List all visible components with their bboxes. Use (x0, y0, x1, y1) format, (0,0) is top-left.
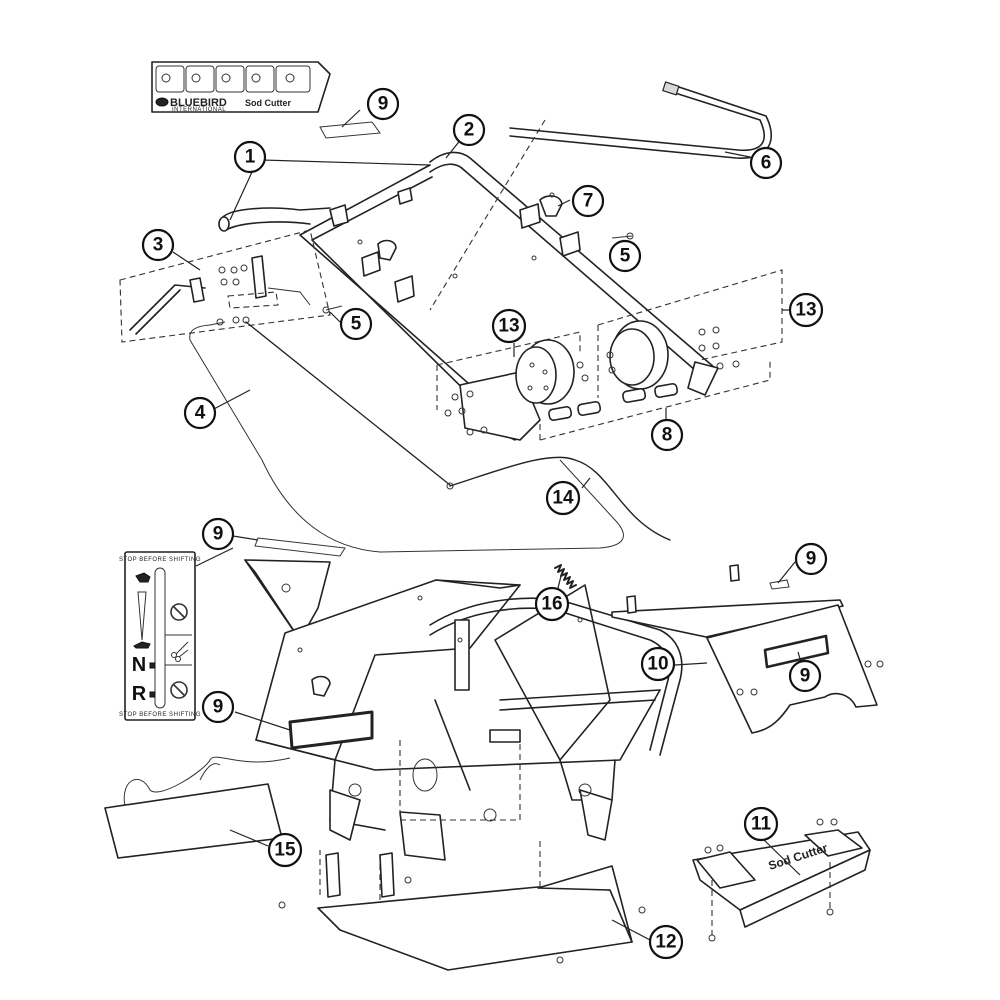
side-plate (104, 756, 291, 859)
svg-text:12: 12 (655, 932, 676, 953)
svg-text:9: 9 (806, 549, 817, 570)
callout-16: 16 (534, 586, 570, 622)
callout-8: 8 (650, 418, 684, 452)
rabbit-fast-icon (135, 572, 151, 583)
decal-brand: BLUEBIRD (170, 97, 227, 109)
svg-text:16: 16 (541, 594, 562, 615)
main-frame (244, 559, 683, 861)
callout-9-cover: 9 (788, 659, 822, 693)
svg-text:1: 1 (245, 147, 256, 168)
speed-wedge-icon (137, 591, 147, 641)
svg-text:14: 14 (552, 488, 574, 509)
handle-assembly (218, 81, 773, 441)
turtle-slow-icon (133, 641, 151, 649)
callout-15: 15 (267, 832, 303, 868)
roller-assembly-left (436, 331, 602, 441)
callout-2: 2 (452, 113, 486, 147)
no-cut-icon (170, 603, 188, 621)
svg-text:8: 8 (662, 425, 673, 446)
callout-9-decal-plate: 9 (201, 517, 235, 551)
svg-text:5: 5 (351, 314, 362, 335)
no-cut-icon-2 (170, 681, 188, 699)
cable-assembly (189, 316, 671, 553)
svg-text:15: 15 (274, 840, 296, 861)
callout-3: 3 (141, 228, 175, 262)
svg-text:10: 10 (647, 654, 668, 675)
svg-text:4: 4 (195, 403, 206, 424)
gear-r-label: R (132, 683, 147, 705)
decal-plate-mid (254, 537, 346, 557)
svg-text:11: 11 (751, 814, 772, 835)
callout-1: 1 (233, 140, 267, 174)
svg-text:7: 7 (583, 191, 594, 212)
svg-text:13: 13 (498, 316, 519, 337)
gear-n-label: N (132, 654, 146, 676)
decal-icon-panels (155, 65, 311, 93)
callout-10: 10 (640, 646, 676, 682)
svg-text:5: 5 (620, 246, 631, 267)
svg-text:2: 2 (464, 120, 475, 141)
callout-9-side: 9 (201, 690, 235, 724)
decal-product: Sod Cutter (245, 98, 291, 108)
svg-text:9: 9 (800, 666, 811, 687)
svg-text:9: 9 (213, 697, 224, 718)
front-bumper: Sod Cutter (692, 818, 871, 942)
callout-7: 7 (571, 184, 605, 218)
callout-4: 4 (183, 396, 217, 430)
callout-5-left: 5 (339, 307, 373, 341)
control-decal-footer: STOP BEFORE SHIFTING (119, 712, 201, 718)
svg-text:9: 9 (378, 94, 389, 115)
svg-text:13: 13 (795, 300, 816, 321)
svg-text:3: 3 (153, 235, 164, 256)
callout-9-top-plate: 9 (794, 542, 828, 576)
callout-14: 14 (545, 480, 581, 516)
scissors-icon (171, 641, 189, 662)
callouts: 1 2 3 4 5 5 6 7 8 9 9 9 9 9 10 11 12 13 … (141, 87, 828, 960)
control-decal-header: STOP BEFORE SHIFTING (119, 557, 201, 563)
callout-13-left: 13 (491, 308, 527, 344)
decal-brand-sub: INTERNATIONAL (172, 107, 226, 113)
callout-6: 6 (749, 146, 783, 180)
svg-text:6: 6 (761, 153, 772, 174)
roller-assembly-right (539, 269, 783, 441)
spring (554, 564, 577, 589)
callout-12: 12 (648, 924, 684, 960)
bluebird-logo-icon (155, 97, 169, 107)
decal-plate-top (319, 121, 381, 139)
lever-group (119, 229, 331, 343)
callout-9-top: 9 (366, 87, 400, 121)
callout-13-right: 13 (788, 292, 824, 328)
callout-11: 11 (743, 806, 779, 842)
skid-pan (278, 840, 646, 971)
svg-text:9: 9 (213, 524, 224, 545)
callout-5-right: 5 (608, 239, 642, 273)
top-decal: BLUEBIRD INTERNATIONAL Sod Cutter (151, 61, 331, 113)
control-decal: STOP BEFORE SHIFTING N R STOP BEFORE SHI… (119, 551, 201, 721)
